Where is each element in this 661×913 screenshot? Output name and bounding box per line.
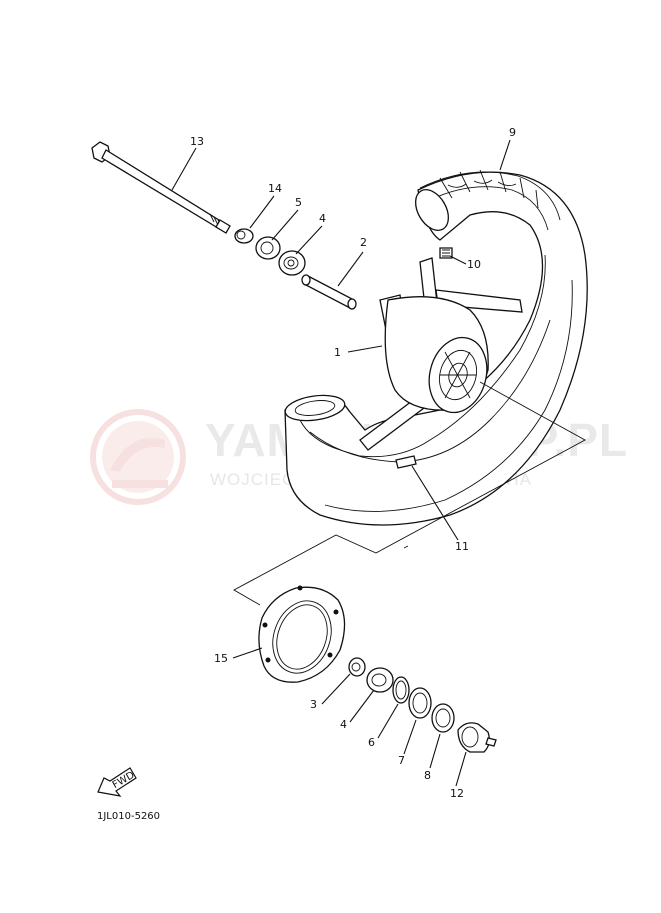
callout-14: 14 <box>268 182 282 195</box>
callout-9: 9 <box>509 126 516 139</box>
callout-6: 6 <box>368 736 375 749</box>
wheel-assembly <box>284 169 588 526</box>
callout-2: 2 <box>360 236 367 249</box>
axle-part <box>91 141 231 234</box>
valve-part <box>439 247 453 259</box>
bearing-upper-part <box>278 250 306 276</box>
callout-11: 11 <box>455 540 469 553</box>
collar-part <box>234 228 254 244</box>
balance-weight-part <box>395 455 417 469</box>
callout-4-lower: 4 <box>340 718 347 731</box>
callout-12: 12 <box>450 787 464 800</box>
brake-disc-part <box>258 585 346 683</box>
lower-bearing-part <box>366 667 394 693</box>
collar-lower-part <box>431 703 455 733</box>
spacer-part <box>301 274 357 310</box>
construction-lines <box>233 381 586 606</box>
diagram-code: 1JL010-5260 <box>97 811 160 822</box>
callout-13: 13 <box>190 135 204 148</box>
callout-5: 5 <box>295 196 302 209</box>
watermark-logo <box>90 409 186 505</box>
circlip-part <box>392 676 410 704</box>
callout-10: 10 <box>467 258 481 271</box>
fwd-arrow-icon: FWD <box>97 767 137 797</box>
callout-1: 1 <box>334 346 341 359</box>
oil-seal-lower-part <box>408 687 432 719</box>
callout-4-upper: 4 <box>319 212 326 225</box>
lower-bearing-spacer-part <box>348 657 366 677</box>
meter-gear-unit-part <box>457 722 497 753</box>
oil-seal-part <box>255 236 281 260</box>
leader-lines <box>171 139 511 787</box>
callout-labels: 13 14 5 4 2 1 9 10 11 15 3 4 6 7 8 12 <box>190 126 516 800</box>
callout-7: 7 <box>398 754 405 767</box>
callout-3: 3 <box>310 698 317 711</box>
callout-15: 15 <box>214 652 228 665</box>
callout-8: 8 <box>424 769 431 782</box>
